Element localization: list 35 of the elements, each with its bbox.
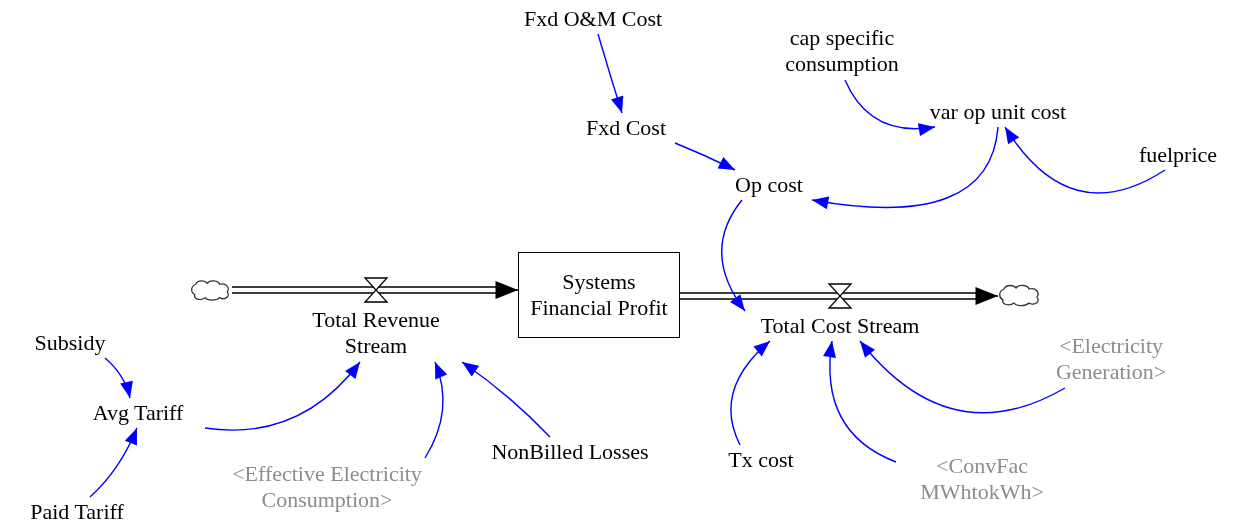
shadow-variable-label: <Effective Electricity Consumption> [196, 458, 458, 516]
flow-pipe-arrow [231, 281, 519, 299]
influence-arrow [597, 33, 624, 114]
variable-label: NonBilled Losses [460, 437, 680, 467]
influence-arrow [844, 79, 936, 136]
variable-label: fuelprice [1122, 140, 1234, 170]
influence-arrow [721, 199, 746, 312]
variable-label: Total Revenue Stream [286, 304, 466, 362]
stock-box: Systems Financial Profit [518, 252, 680, 338]
influence-arrow [204, 361, 361, 431]
influence-arrow [859, 340, 1066, 414]
influence-arrow [1004, 126, 1166, 194]
variable-label: Paid Tariff [6, 497, 148, 524]
variable-label: Fxd O&M Cost [488, 4, 698, 34]
influence-arrow [674, 142, 736, 171]
shadow-variable-label: <Electricity Generation> [1028, 330, 1194, 388]
variable-label: Fxd Cost [565, 113, 687, 143]
variable-label: Tx cost [712, 445, 810, 475]
cloud-symbol [998, 283, 1042, 307]
flow-pipe-arrow [679, 287, 999, 305]
influence-arrow [89, 427, 138, 498]
influence-arrow [104, 357, 133, 399]
variable-label: Avg Tariff [70, 398, 206, 428]
influence-arrow [424, 361, 447, 459]
influence-arrow [823, 340, 897, 463]
shadow-variable-label: <ConvFac MWhtokWh> [896, 450, 1068, 508]
variable-label: cap specific consumption [752, 22, 932, 80]
influence-arrow [730, 340, 771, 446]
cloud-symbol [190, 278, 232, 302]
variable-label: Total Cost Stream [722, 311, 958, 341]
influence-arrow [811, 126, 999, 209]
variable-label: Subsidy [16, 328, 124, 358]
variable-label: var op unit cost [900, 97, 1096, 127]
influence-arrow [461, 361, 551, 438]
variable-label: Op cost [726, 170, 812, 200]
